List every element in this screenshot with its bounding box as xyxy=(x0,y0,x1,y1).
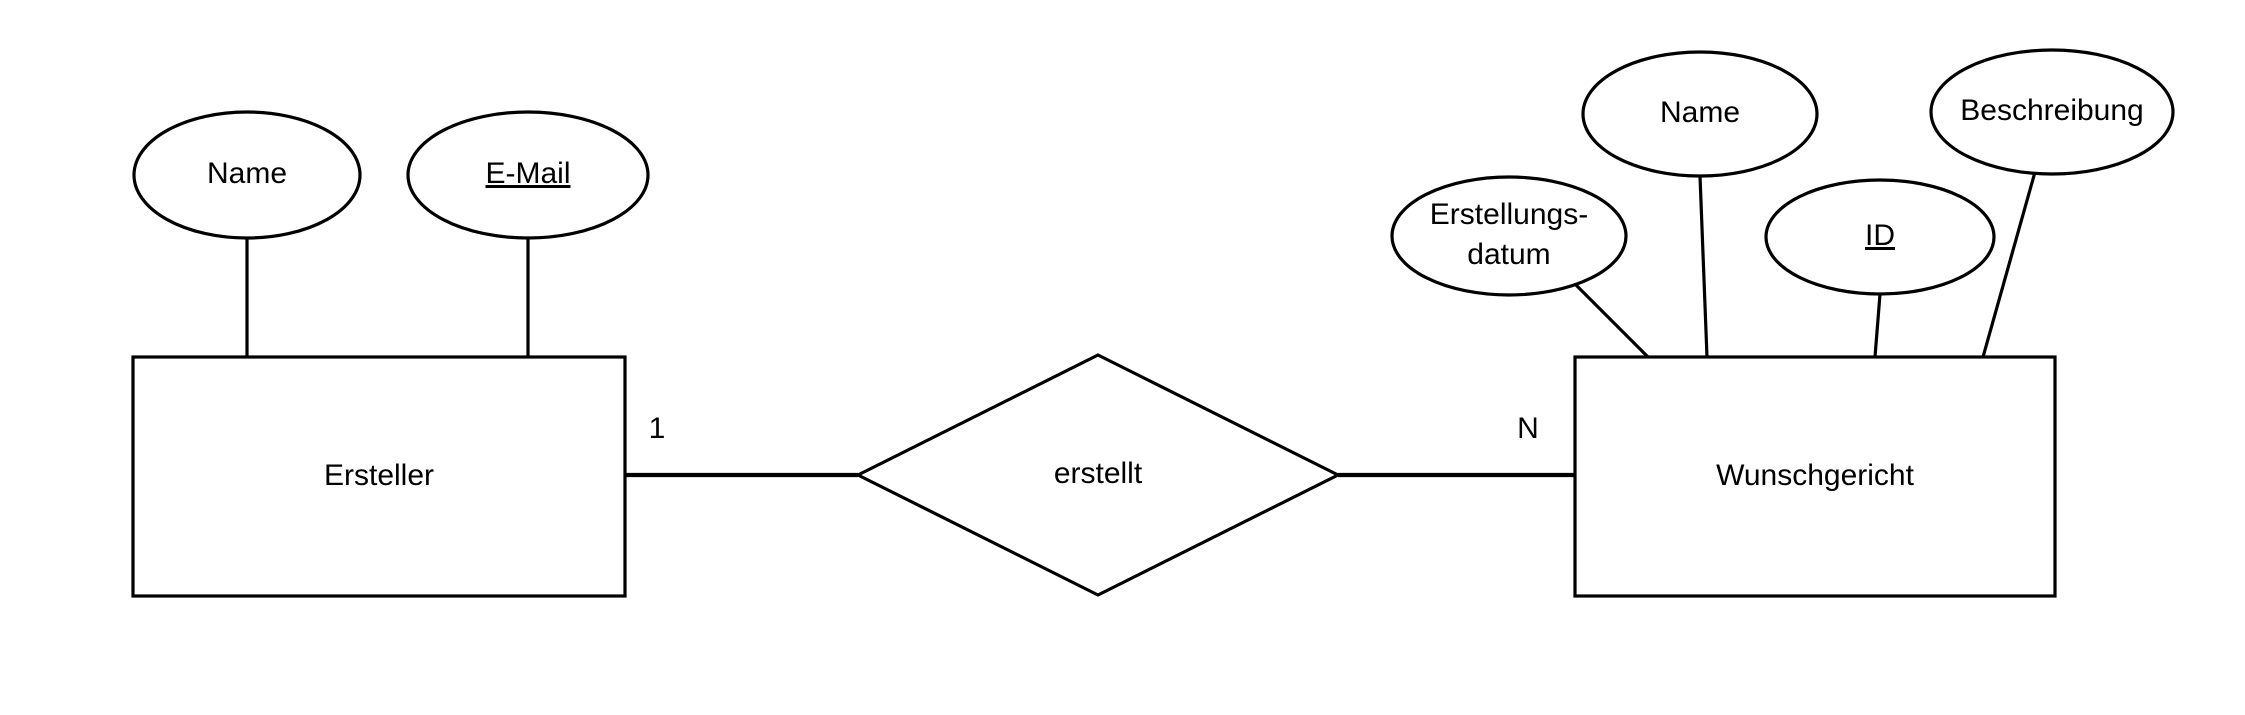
entity-ersteller[interactable]: Ersteller xyxy=(131,355,627,598)
entity-ersteller-label: Ersteller xyxy=(324,459,434,492)
cardinality-left-label: 1 xyxy=(649,412,666,445)
relationship-erstellt[interactable]: erstellt xyxy=(854,353,1342,597)
connector-wunschgericht-beschreibung xyxy=(1981,171,2037,358)
attribute-wunschgericht-beschreibung-label: Beschreibung xyxy=(1960,94,2143,127)
attribute-ersteller-email-label: E-Mail xyxy=(485,157,570,190)
attribute-wunschgericht-id[interactable]: ID xyxy=(1764,178,1996,296)
cardinality-right-label: N xyxy=(1517,412,1539,445)
entity-ersteller-box[interactable] xyxy=(131,355,627,598)
connector-wunschgericht-id xyxy=(1873,293,1882,358)
entity-wunschgericht[interactable]: Wunschgericht xyxy=(1573,355,2057,598)
attribute-ersteller-email[interactable]: E-Mail xyxy=(406,110,650,240)
attribute-ersteller-name[interactable]: Name xyxy=(132,110,362,240)
relationship-erstellt-diamond[interactable] xyxy=(854,353,1342,597)
attribute-wunschgericht-erstellungsdatum-ellipse[interactable] xyxy=(1390,175,1628,297)
attribute-ersteller-name-ellipse[interactable] xyxy=(132,110,362,240)
connector-wunschgericht-name xyxy=(1698,175,1709,358)
attribute-wunschgericht-id-ellipse[interactable] xyxy=(1764,178,1996,296)
attribute-wunschgericht-id-label: ID xyxy=(1865,219,1895,252)
attribute-wunschgericht-beschreibung-ellipse[interactable] xyxy=(1929,48,2175,176)
attribute-ersteller-name-label: Name xyxy=(207,157,287,190)
entity-wunschgericht-label: Wunschgericht xyxy=(1716,459,1915,492)
attribute-ersteller-email-ellipse[interactable] xyxy=(406,110,650,240)
attribute-wunschgericht-beschreibung[interactable]: Beschreibung xyxy=(1929,48,2175,176)
attribute-wunschgericht-name-label: Name xyxy=(1660,96,1740,129)
attribute-wunschgericht-erstellungsdatum[interactable]: Erstellungs-datum xyxy=(1390,175,1628,297)
attribute-wunschgericht-name-ellipse[interactable] xyxy=(1581,50,1819,178)
attribute-wunschgericht-erstellungsdatum-label: Erstellungs-datum xyxy=(1430,198,1588,271)
relationship-erstellt-label: erstellt xyxy=(1054,457,1143,490)
attribute-connectors xyxy=(245,171,2037,359)
attribute-wunschgericht-name[interactable]: Name xyxy=(1581,50,1819,178)
entity-wunschgericht-box[interactable] xyxy=(1573,355,2057,598)
connector-wunschgericht-erstellungsdatum xyxy=(1566,275,1650,359)
